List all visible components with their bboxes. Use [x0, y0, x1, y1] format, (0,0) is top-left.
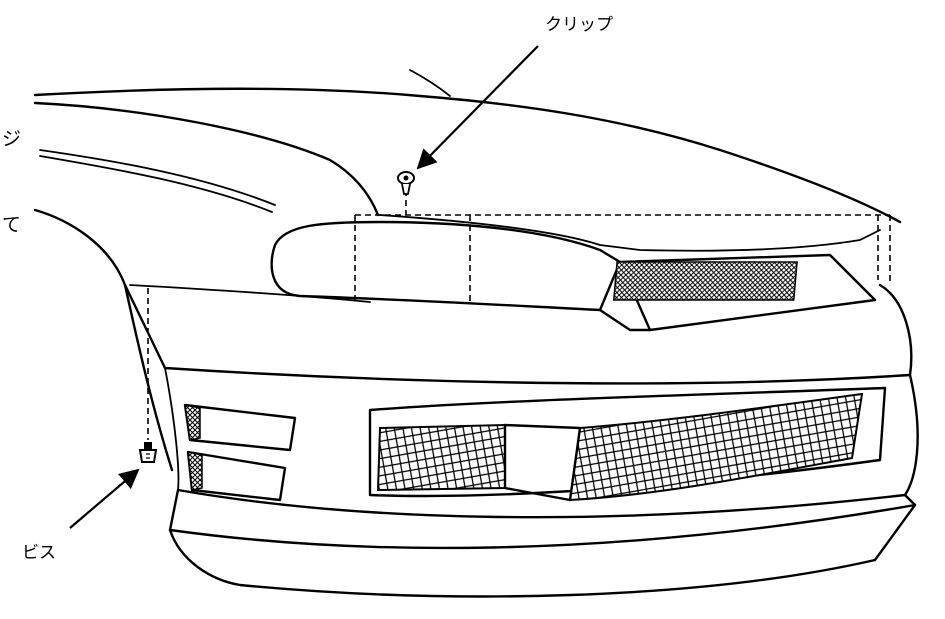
side-vent-upper-fill: [184, 404, 201, 441]
lip-bottom: [168, 503, 917, 598]
screw-icon: [138, 442, 158, 463]
duct-side: [598, 308, 652, 332]
lower-right-mesh: [568, 392, 864, 502]
lower-intake-frame: [368, 386, 887, 498]
fender-inner: [129, 284, 371, 303]
hood-vent-line: [39, 149, 276, 206]
hood-crease: [409, 69, 451, 97]
screw-label: ビス: [22, 543, 56, 563]
edge-text-fragment: ジ: [2, 128, 22, 150]
front-lip: [168, 488, 917, 550]
bumper-body: [123, 283, 919, 497]
screw-leader-arrow: [69, 468, 140, 529]
bumper-side-line: [164, 367, 180, 491]
hood-vent-line: [39, 155, 273, 213]
headlight-opening: [270, 220, 622, 312]
edge-text-fragment: て: [2, 214, 22, 236]
clip-icon: [397, 171, 415, 195]
lower-left-mesh: [376, 423, 506, 492]
clip-label: クリップ: [545, 15, 613, 35]
bumper-top-edge: [379, 214, 881, 252]
clip-leader-arrow: [416, 45, 539, 170]
hood-side-edge: [33, 101, 380, 217]
intake-divider: [503, 423, 582, 502]
side-vent-lower-fill: [187, 451, 203, 491]
bumper-right-edge: [878, 283, 913, 377]
center-duct-mesh: [612, 261, 798, 301]
side-vent-upper: [183, 403, 297, 452]
center-duct: [618, 253, 877, 332]
hood-outline: [33, 87, 902, 224]
